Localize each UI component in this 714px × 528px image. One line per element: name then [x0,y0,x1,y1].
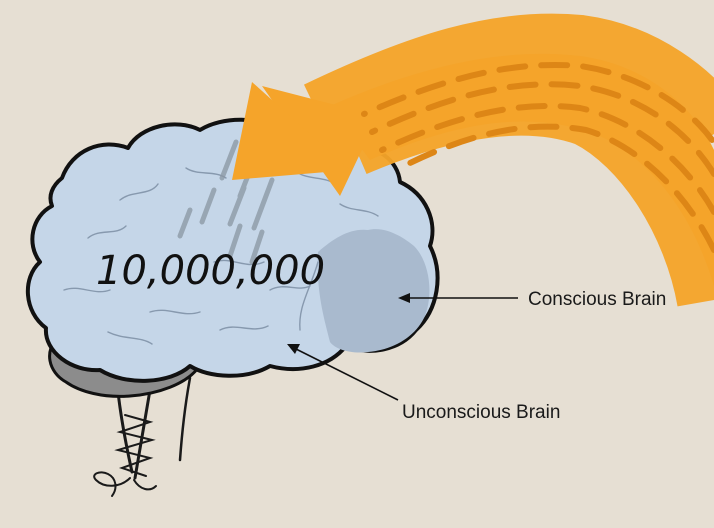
unconscious-brain-label: Unconscious Brain [402,402,560,423]
conscious-brain-label: Conscious Brain [528,289,666,310]
unconscious-pointer-line [294,348,398,400]
neuron-count-value: 10,000,000 [96,248,325,294]
